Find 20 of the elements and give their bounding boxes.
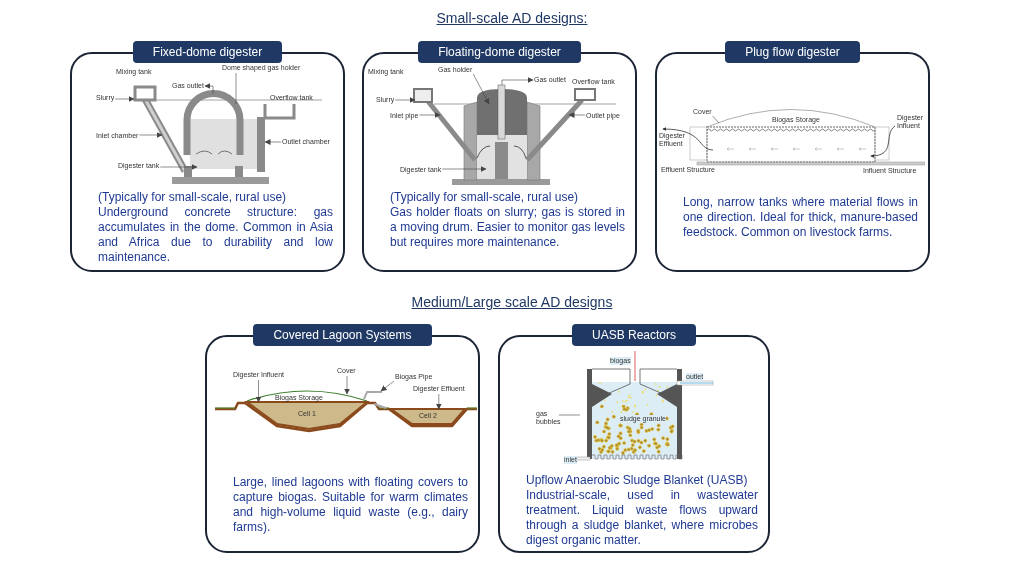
description-text: (Typically for small-scale, rural use) (98, 190, 288, 205)
description-text: (Typically for small-scale, rural use) (390, 190, 580, 205)
description-text: Underground concrete structure: gas accumulates in the dome. Common in Asia and Africa due to durability and low maintenance. (98, 205, 333, 265)
description-text: Gas holder floats on slurry; gas is stored in a moving drum. Easier to monitor gas levels but requires more maintenance. (390, 205, 625, 250)
leader-line (558, 414, 581, 416)
description-text: Industrial-scale, used in wastewater treatment. Liquid waste flows upward through a sludge blanket, where microbes digest organic matter. (526, 488, 758, 548)
lagoon-cell (391, 409, 465, 424)
section-heading: Medium/Large scale AD designs (411, 293, 613, 311)
description-text: Long, narrow tanks where material flows in one direction. Ideal for thick, manure-based feedstock. Common on livestock farms. (683, 195, 918, 240)
lagoon-cell (247, 402, 367, 429)
card-heading: Covered Lagoon Systems (253, 324, 432, 346)
section-heading: Small-scale AD designs: (436, 9, 588, 27)
card-heading: Fixed-dome digester (132, 41, 283, 63)
card-heading: Floating-dome digester (418, 41, 581, 63)
card-heading: UASB Reactors (572, 324, 696, 346)
leader-line (712, 115, 720, 124)
description-text: Large, lined lagoons with floating covers to capture biogas. Suitable for warm climates and high-volume liquid waste (e.g., dairy farms). (233, 475, 468, 535)
description-text: Upflow Anaerobic Sludge Blanket (UASB) (526, 473, 749, 488)
card-heading: Plug flow digester (725, 41, 860, 63)
leader-line (235, 72, 237, 105)
